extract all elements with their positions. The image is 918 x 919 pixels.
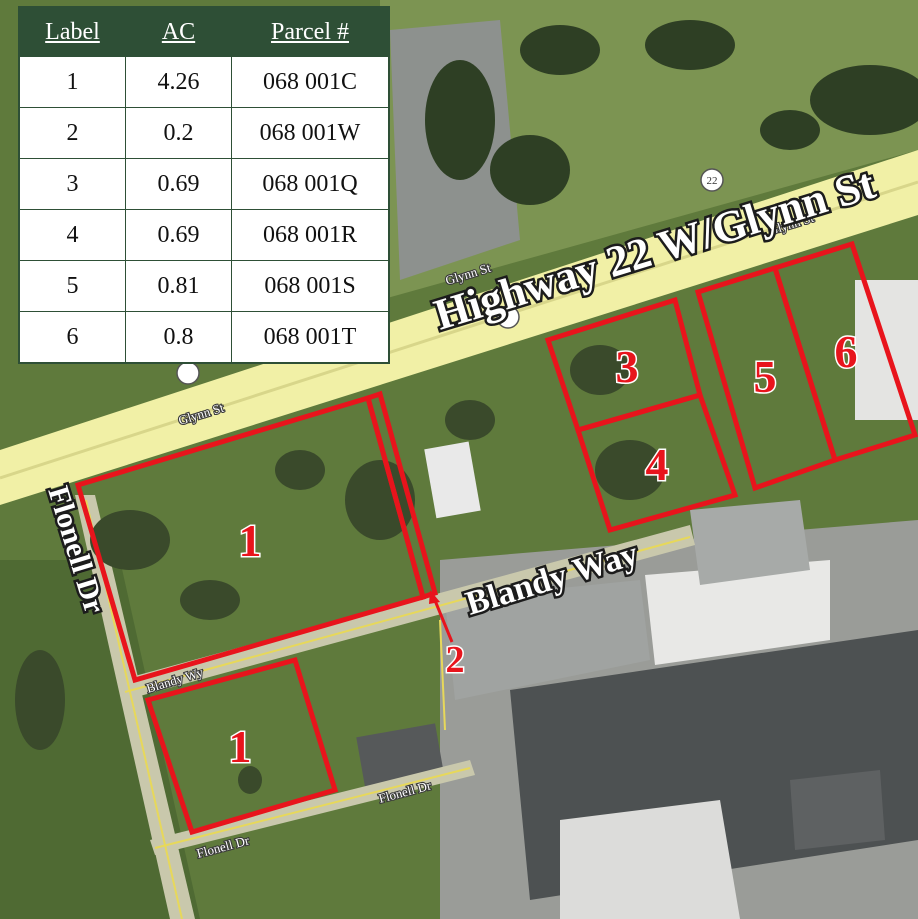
parcel-label-3: 3 <box>616 341 639 392</box>
parcel-2-outline <box>364 390 439 601</box>
factory-roof-light <box>645 560 830 665</box>
cell-ac: 0.69 <box>125 158 232 210</box>
parcel-label-5: 5 <box>754 351 777 402</box>
parcel-label-6: 6 <box>835 326 858 377</box>
parcel-outlines <box>74 240 918 836</box>
table-row: 5 0.81 068 001S <box>18 260 390 312</box>
cell-label: 3 <box>18 158 126 210</box>
parcel-label-4: 4 <box>646 439 669 490</box>
parcel-1-south-outline <box>144 656 339 836</box>
header-parcel: Parcel # <box>231 6 390 57</box>
cell-ac: 4.26 <box>125 56 232 108</box>
cell-parcel: 068 001W <box>231 107 390 159</box>
table-row: 3 0.69 068 001Q <box>18 158 390 210</box>
parcel-label-2: 2 <box>446 639 465 681</box>
table-row: 1 4.26 068 001C <box>18 56 390 108</box>
cell-ac: 0.8 <box>125 311 232 364</box>
route-shield-north: 22 <box>700 168 724 192</box>
white-building <box>424 441 481 519</box>
cell-label: 5 <box>18 260 126 312</box>
south-building-dark <box>790 770 885 850</box>
header-label: Label <box>18 6 126 57</box>
cell-ac: 0.69 <box>125 209 232 261</box>
parcel-4-outline <box>574 391 739 534</box>
cell-parcel: 068 001Q <box>231 158 390 210</box>
route-shield-label: 22 <box>707 175 718 187</box>
yellow-road-lines <box>85 499 691 919</box>
cell-parcel: 068 001T <box>231 311 390 364</box>
table-header-row: Label AC Parcel # <box>18 6 390 57</box>
cell-parcel: 068 001C <box>231 56 390 108</box>
route-shield-center <box>496 305 520 329</box>
south-roof-light <box>560 800 740 919</box>
highway-median <box>0 180 918 480</box>
cell-label: 6 <box>18 311 126 364</box>
east-parking-lot <box>690 500 810 585</box>
table-row: 2 0.2 068 001W <box>18 107 390 159</box>
parcel-6-outline <box>771 240 918 464</box>
table-row: 6 0.8 068 001T <box>18 311 390 364</box>
route-shield-west <box>176 361 200 385</box>
header-ac: AC <box>125 6 232 57</box>
cell-ac: 0.2 <box>125 107 232 159</box>
table-row: 4 0.69 068 001R <box>18 209 390 261</box>
parcel-label-1-south: 1 <box>229 721 252 772</box>
cell-ac: 0.81 <box>125 260 232 312</box>
highway <box>0 150 918 505</box>
south-parking-lot <box>445 580 650 700</box>
parcel-table: Label AC Parcel # 1 4.26 068 001C 2 0.2 … <box>18 6 390 364</box>
parcel-label-1-north: 1 <box>239 515 262 566</box>
cell-label: 1 <box>18 56 126 108</box>
cell-parcel: 068 001R <box>231 209 390 261</box>
cell-label: 2 <box>18 107 126 159</box>
grey-building <box>356 723 444 787</box>
cell-label: 4 <box>18 209 126 261</box>
parcel-vegetation <box>15 345 665 794</box>
blandy-way-road <box>120 525 695 700</box>
flonell-dr-road-west <box>75 495 195 919</box>
cell-parcel: 068 001S <box>231 260 390 312</box>
north-trees <box>425 20 918 205</box>
parcel-2-arrow <box>429 590 454 643</box>
